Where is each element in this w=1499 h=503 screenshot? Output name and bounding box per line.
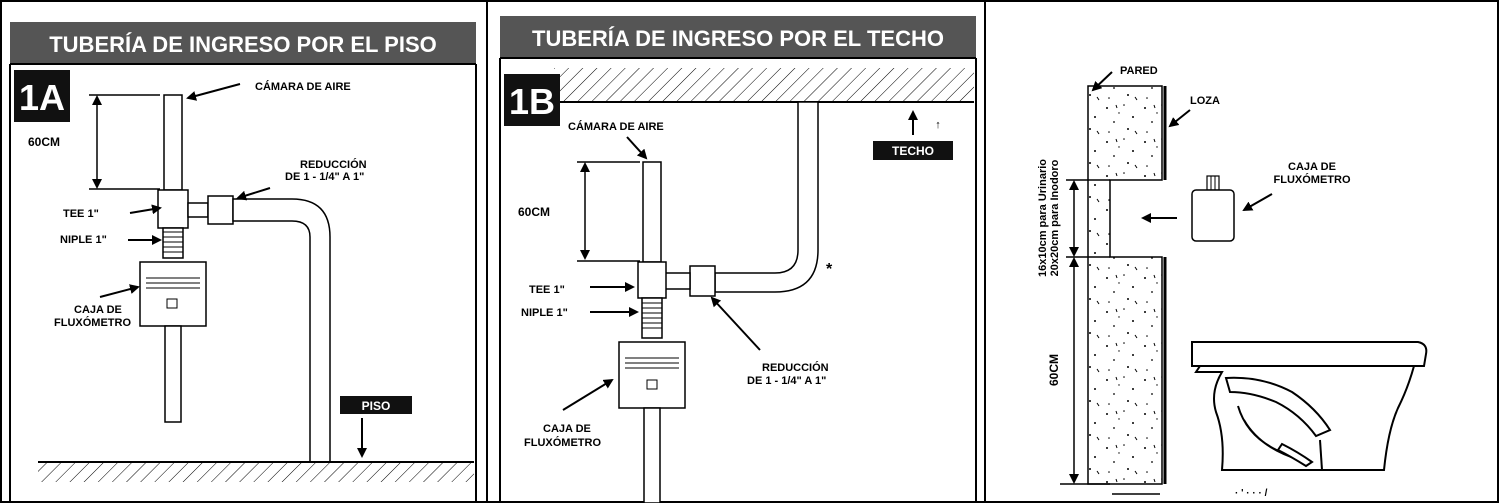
dimension-label-1a: 60CM bbox=[28, 135, 60, 149]
tee-label-1a: TEE 1" bbox=[63, 208, 99, 220]
tee-label-1b: TEE 1" bbox=[529, 284, 565, 296]
nipple-label-1b: NIPLE 1" bbox=[521, 307, 568, 319]
floor-label: PISO bbox=[362, 399, 391, 413]
dimension-label-1b: 60CM bbox=[518, 205, 550, 219]
ceiling-label: TECHO bbox=[892, 144, 934, 158]
panel-1b: TUBERÍA DE INGRESO POR EL TECHO 1B bbox=[499, 16, 977, 503]
wall-label: PARED bbox=[1120, 65, 1158, 77]
reducer-1a bbox=[207, 195, 234, 225]
badge-1b-label: 1B bbox=[509, 81, 555, 122]
panel-3: · ' · · · / PARED LOZA CAJA DE FLUXÓMETR… bbox=[1037, 65, 1428, 499]
toilet-illustration bbox=[1191, 341, 1428, 471]
tee-fitting-1a bbox=[157, 189, 189, 229]
reduction-label-1a-l2: DE 1 - 1/4" A 1" bbox=[285, 171, 364, 183]
reduction-label-1b-l1: REDUCCIÓN bbox=[762, 361, 829, 374]
ceiling-hatch bbox=[554, 68, 974, 102]
reduction-label-1a-l1: REDUCCIÓN bbox=[300, 158, 367, 171]
flushometer-box-1b bbox=[618, 341, 686, 409]
box-label-1b-l1: CAJA DE bbox=[543, 423, 591, 435]
nipple-1b bbox=[641, 297, 663, 339]
floor-hatch bbox=[38, 462, 474, 482]
recess-dim-l1: 16x10cm para Urinario bbox=[1037, 159, 1049, 277]
supply-pipe-1b bbox=[714, 101, 819, 293]
nipple-label-1a: NIPLE 1" bbox=[60, 234, 107, 246]
panel-1a-title: TUBERÍA DE INGRESO POR EL PISO bbox=[49, 32, 437, 57]
height-dim-3: 60CM bbox=[1047, 354, 1061, 386]
tile-label: LOZA bbox=[1190, 95, 1220, 107]
panel-1a: TUBERÍA DE INGRESO POR EL PISO 1A bbox=[9, 22, 477, 503]
floor-specks: · ' · · · / bbox=[1235, 488, 1268, 499]
supply-pipe-1a bbox=[232, 198, 331, 463]
air-chamber-pipe-1a bbox=[163, 94, 183, 191]
reduction-label-1b-l2: DE 1 - 1/4" A 1" bbox=[747, 375, 826, 387]
asterisk-note: * bbox=[826, 261, 833, 278]
ceiling-arrow-label: ↑ bbox=[935, 119, 941, 131]
box-label-1b-l2: FLUXÓMETRO bbox=[524, 436, 601, 449]
box-label-3-l1: CAJA DE bbox=[1288, 161, 1336, 173]
panel-1b-title: TUBERÍA DE INGRESO POR EL TECHO bbox=[532, 26, 944, 51]
badge-1a-label: 1A bbox=[19, 77, 65, 118]
floor-tag bbox=[340, 396, 412, 414]
badge-1a bbox=[14, 70, 70, 122]
recess-dim-l2: 20x20cm para Inodoro bbox=[1049, 159, 1061, 276]
box-label-1a-l2: FLUXÓMETRO bbox=[54, 316, 131, 329]
air-chamber-label-1b: CÁMARA DE AIRE bbox=[568, 120, 664, 133]
badge-1b bbox=[504, 74, 560, 126]
box-label-3-l2: FLUXÓMETRO bbox=[1274, 173, 1351, 186]
tee-fitting-1b bbox=[637, 261, 667, 299]
air-chamber-pipe-1b bbox=[642, 161, 662, 263]
box-label-1a-l1: CAJA DE bbox=[74, 304, 122, 316]
flushometer-box-side bbox=[1191, 175, 1235, 242]
nipple-1a bbox=[162, 227, 184, 259]
panel-1b-header bbox=[500, 16, 976, 58]
flushometer-box-1a bbox=[139, 261, 207, 327]
wall-section bbox=[1087, 85, 1163, 485]
reducer-1b bbox=[689, 265, 716, 297]
ceiling-tag bbox=[873, 141, 953, 160]
panel-1a-header bbox=[10, 22, 476, 64]
air-chamber-label-1a: CÁMARA DE AIRE bbox=[255, 80, 351, 93]
